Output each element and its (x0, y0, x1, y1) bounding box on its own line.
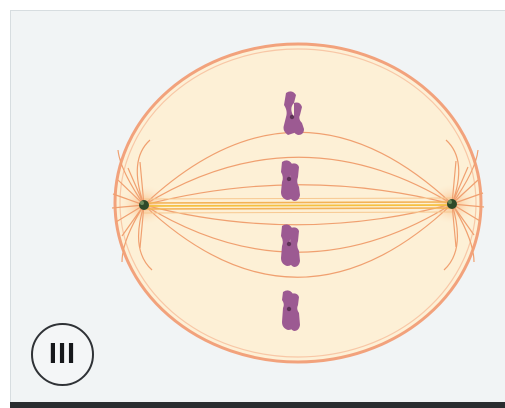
chromosome-icon (282, 290, 300, 331)
chromosome-icon (281, 224, 300, 267)
centrosome-icon (139, 200, 149, 210)
stage-label: III (49, 338, 76, 371)
chromosome-icon (281, 160, 300, 201)
bottom-rule (10, 402, 505, 408)
centrosome-icon (447, 199, 457, 209)
stage-badge: III (31, 323, 94, 386)
